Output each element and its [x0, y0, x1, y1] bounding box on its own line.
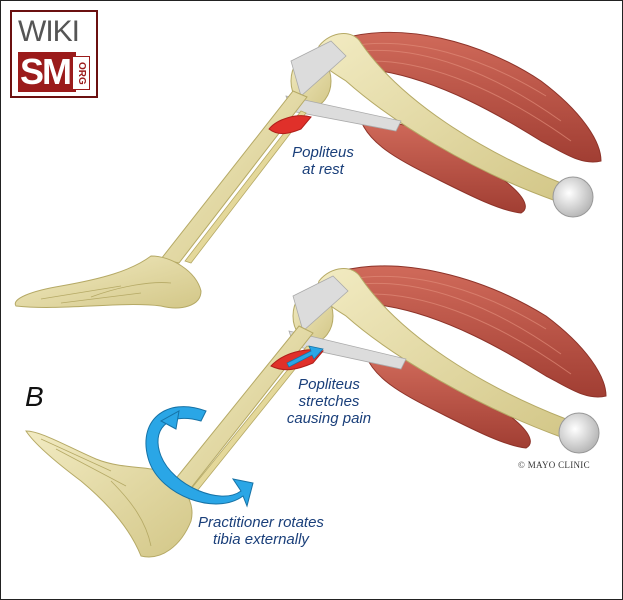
label-line: Practitioner rotates [181, 514, 341, 531]
label-line: causing pain [269, 410, 389, 427]
label-popliteus-at-rest: Popliteus at rest [273, 144, 373, 178]
label-practitioner-rotates: Practitioner rotates tibia externally [181, 514, 341, 548]
wikism-logo: WIKI SM ORG [10, 10, 98, 98]
panel-label: B [25, 381, 44, 413]
label-line: Popliteus [269, 376, 389, 393]
logo-wiki-text: WIKI [18, 16, 79, 48]
copyright-credit: © MAYO CLINIC [518, 460, 590, 470]
label-line: stretches [269, 393, 389, 410]
label-popliteus-stretches: Popliteus stretches causing pain [269, 376, 389, 427]
femoral-head-top [553, 177, 593, 217]
label-line: tibia externally [181, 531, 341, 548]
logo-sm-badge: SM [18, 52, 76, 92]
fibula-top [185, 111, 306, 263]
logo-org-text: ORG [72, 56, 90, 90]
femoral-head-bottom [559, 413, 599, 453]
label-line: Popliteus [273, 144, 373, 161]
foot-bottom [26, 431, 192, 557]
label-line: at rest [273, 161, 373, 178]
foot-top [15, 256, 201, 308]
